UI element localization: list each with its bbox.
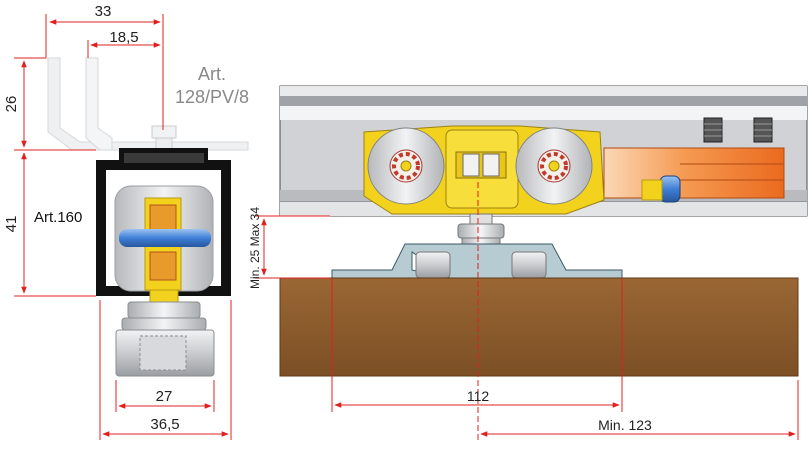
side-dimensions — [14, 14, 232, 440]
bracket-label-line2: 128/PV/8 — [175, 87, 249, 107]
dim-min-offset: Min. 123 — [598, 417, 652, 433]
dim-top-overall: 33 — [95, 3, 112, 20]
front-dimensions — [255, 182, 799, 440]
track-label: Art.160 — [34, 209, 82, 226]
dim-track-height: 41 — [3, 216, 20, 233]
dim-clamp-width: 27 — [156, 388, 173, 405]
dim-top-inner: 18,5 — [109, 29, 138, 46]
mounting-plate — [331, 243, 623, 279]
side-carriage — [114, 185, 214, 303]
side-clamp — [115, 301, 215, 377]
dim-gap: Min. 25 Max 34 — [248, 207, 262, 289]
side-view: 33 18,5 Art. 128/PV/8 26 41 Art.160 27 3… — [3, 3, 249, 440]
track-profile — [96, 148, 231, 296]
dim-bracket-height: 26 — [3, 96, 20, 113]
dim-plate-width: 112 — [467, 388, 490, 404]
door-panel — [279, 277, 799, 377]
carriage — [363, 125, 605, 215]
dim-overall-width: 36,5 — [150, 416, 179, 433]
bracket-label-line1: Art. — [198, 64, 226, 84]
stopper — [603, 147, 785, 203]
axle — [119, 229, 211, 247]
set-screws — [703, 117, 773, 143]
front-view: Min. 25 Max 34 112 Min. 123 — [248, 85, 808, 440]
